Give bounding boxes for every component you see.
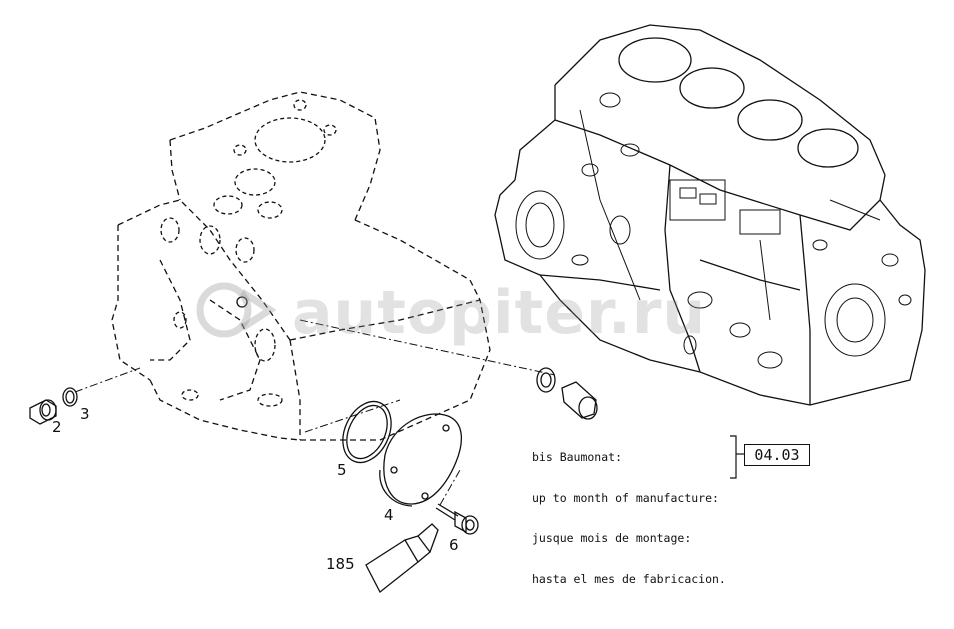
callout-6: 6 [449,536,459,554]
right-engine-block [494,24,926,406]
note-line-english: up to month of manufacture: [532,490,719,505]
callout-2: 2 [52,418,62,436]
watermark-text: autopiter.ru [292,278,707,348]
part-3-seal-ring [62,387,78,407]
date-box: 04.03 [744,444,810,466]
callout-5: 5 [337,461,347,479]
right-block-cylinders [618,37,859,168]
right-block-details [515,92,912,369]
date-note-bracket [730,435,744,479]
part-2-plug [29,399,57,425]
watermark-logo-icon [196,282,277,338]
part-5-gasket-ring [342,400,392,464]
callout-185: 185 [326,555,355,573]
left-engine-block [111,91,491,441]
left-block-port [236,296,248,308]
callout-3: 3 [80,405,90,423]
part-6-screw [435,503,479,535]
right-block-plug-and-seal [536,367,598,420]
manufacture-date-note: bis Baumonat: up to month of manufacture… [532,424,726,613]
note-line-french: jusque mois de montage: [532,531,692,545]
part-4-cover-plate [379,413,463,507]
left-block-bores [160,99,337,407]
note-line-german: bis Baumonat: [532,450,623,464]
note-line-spanish: hasta el mes de fabricacion. [532,571,726,586]
callout-4: 4 [384,506,394,524]
part-185-sealant-tube [365,523,439,593]
